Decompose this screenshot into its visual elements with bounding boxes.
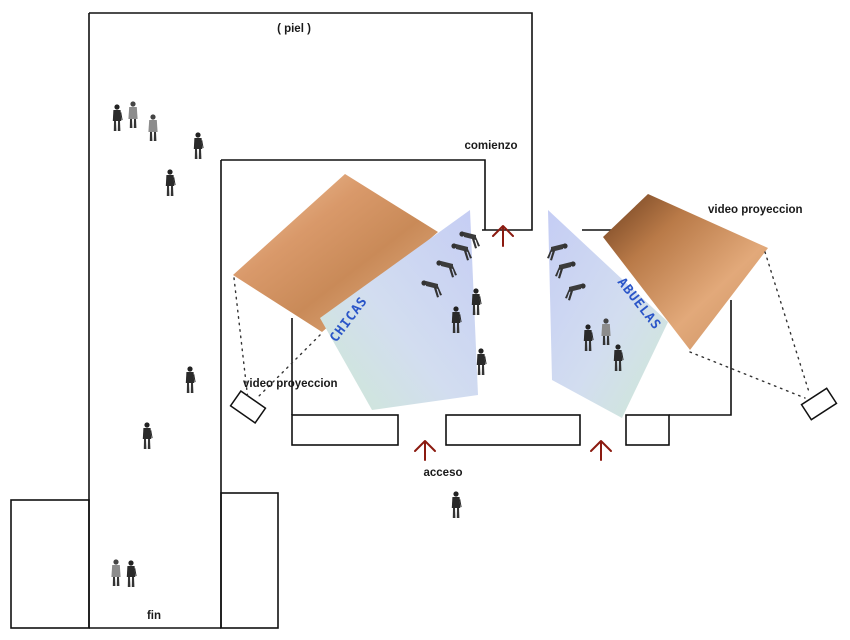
walking-person-icon — [111, 559, 121, 586]
projection-beam-left-2 — [256, 334, 321, 399]
right-room-side — [669, 300, 732, 416]
label-comienzo: comienzo — [464, 140, 517, 152]
walking-person-icon — [476, 348, 487, 375]
video-projection-left-screen — [233, 174, 438, 332]
label-video-proyeccion-left: video proyeccion — [243, 378, 338, 390]
projector-left — [229, 389, 267, 425]
front-block-center — [445, 414, 581, 446]
inner-top-wall — [221, 159, 486, 230]
walking-person-icon — [142, 422, 153, 449]
projector-icon — [800, 387, 838, 421]
arrow-up-icon — [414, 440, 436, 461]
bottom-left-block — [10, 499, 90, 629]
front-block-right — [625, 414, 670, 446]
panel-abuelas — [548, 210, 668, 418]
arrow-acceso-right — [590, 440, 612, 461]
arrow-up-icon — [492, 225, 514, 247]
arrow-up-icon — [590, 440, 612, 461]
walking-person-icon — [112, 104, 123, 131]
label-piel: ( piel ) — [277, 23, 311, 35]
front-block-left — [291, 414, 399, 446]
label-acceso: acceso — [423, 467, 462, 479]
walking-person-icon — [148, 114, 158, 141]
projector-right — [800, 387, 838, 421]
video-projection-right-screen — [603, 194, 768, 350]
projection-beam-right — [764, 251, 810, 393]
panel-chicas — [320, 210, 478, 410]
walking-person-icon — [128, 101, 138, 128]
arrow-comienzo — [492, 225, 514, 247]
walking-person-icon — [165, 169, 176, 196]
bottom-right-block — [220, 492, 279, 629]
arrow-acceso-left — [414, 440, 436, 461]
projection-beam-left — [233, 277, 249, 401]
walking-person-icon — [193, 132, 204, 159]
label-fin: fin — [147, 610, 161, 622]
projection-beam-right-2 — [689, 351, 806, 399]
projector-icon — [229, 389, 267, 425]
label-video-proyeccion-right: video proyeccion — [708, 204, 803, 216]
walking-person-icon — [126, 560, 137, 587]
walking-person-icon — [185, 366, 196, 393]
walking-person-icon — [451, 491, 462, 518]
